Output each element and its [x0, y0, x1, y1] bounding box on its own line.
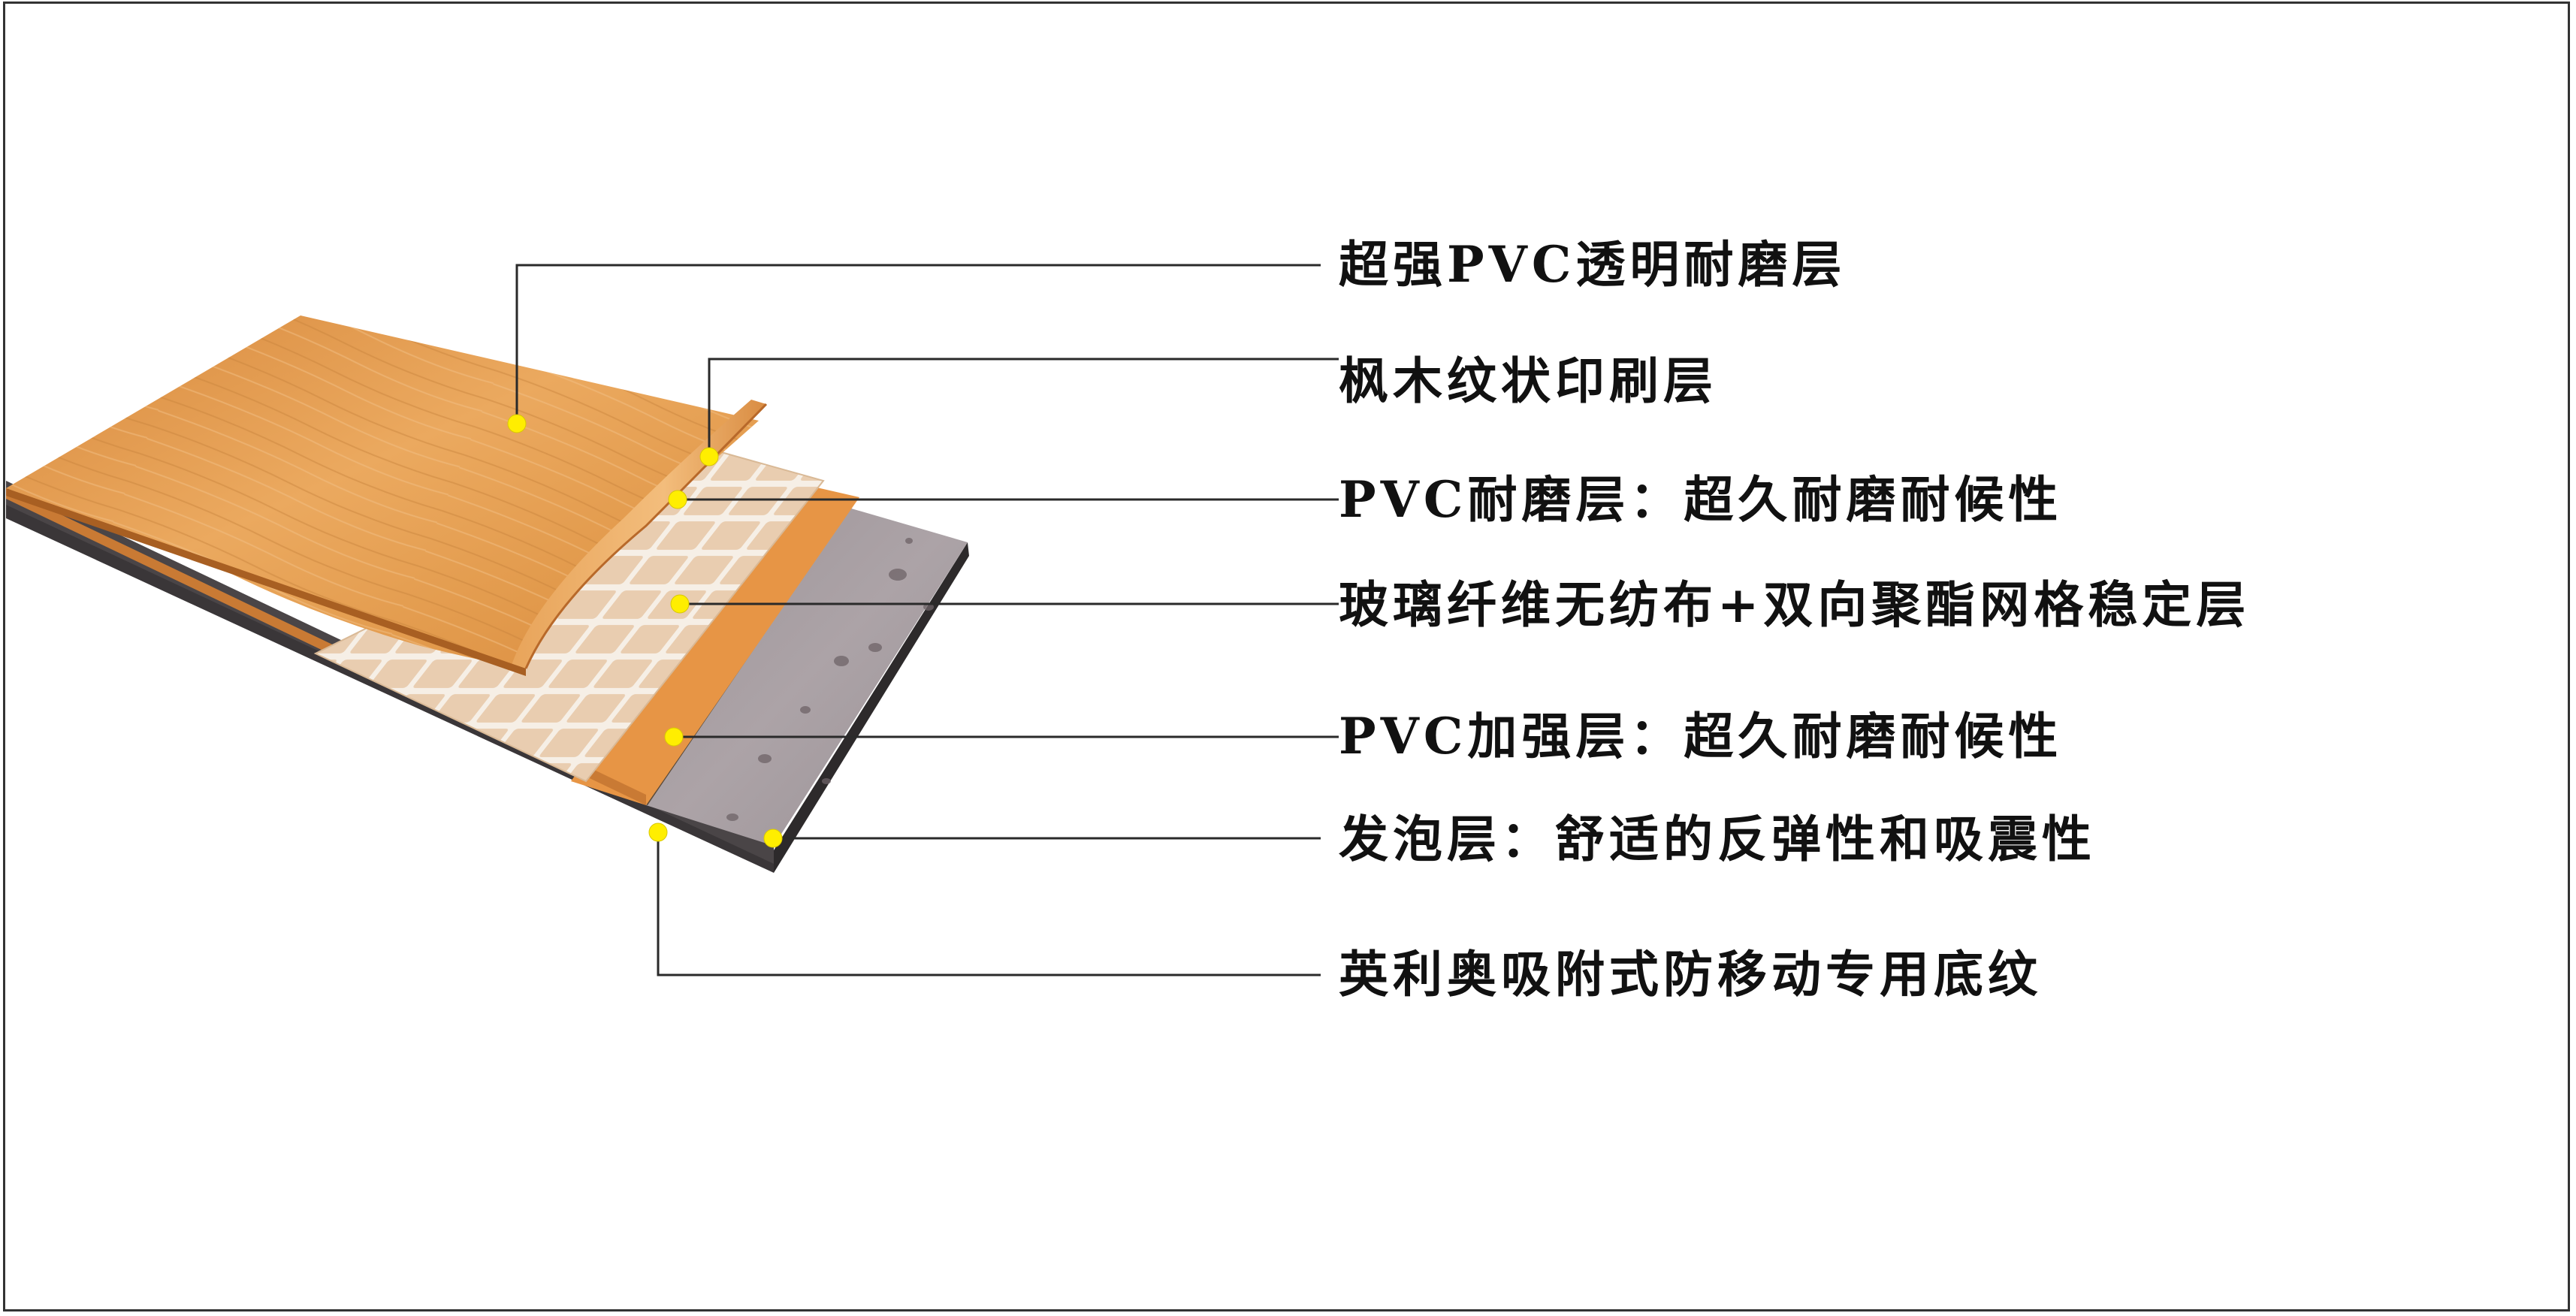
marker-backing — [648, 822, 668, 842]
label-maple-print: 枫木纹状印刷层 — [1339, 352, 1717, 410]
foam-layer — [646, 508, 968, 846]
label-pvc-reinforce: PVC加强层：超久耐磨耐候性 — [1339, 707, 2062, 765]
layer-labels: 超强PVC透明耐磨层 枫木纹状印刷层 PVC耐磨层：超久耐磨耐候性 玻璃纤维无纺… — [1339, 235, 2250, 1004]
marker-pvc-reinforce — [664, 727, 684, 747]
marker-pvc-wear — [668, 490, 687, 509]
leader-lines — [515, 264, 1339, 976]
marker-maple-print — [699, 447, 719, 466]
label-fiberglass: 玻璃纤维无纺布+双向聚酯网格稳定层 — [1339, 575, 2250, 634]
layer-markers — [507, 414, 783, 848]
marker-fiberglass — [670, 594, 690, 614]
label-pvc-wear: PVC耐磨层：超久耐磨耐候性 — [1339, 470, 2062, 529]
label-wear-clear: 超强PVC透明耐磨层 — [1339, 235, 1846, 294]
marker-wear-clear — [507, 414, 527, 433]
label-backing: 英利奥吸附式防移动专用底纹 — [1339, 945, 2042, 1004]
label-foam: 发泡层：舒适的反弹性和吸震性 — [1339, 810, 2096, 868]
marker-foam — [763, 829, 783, 848]
wood-print-layer — [6, 315, 768, 676]
